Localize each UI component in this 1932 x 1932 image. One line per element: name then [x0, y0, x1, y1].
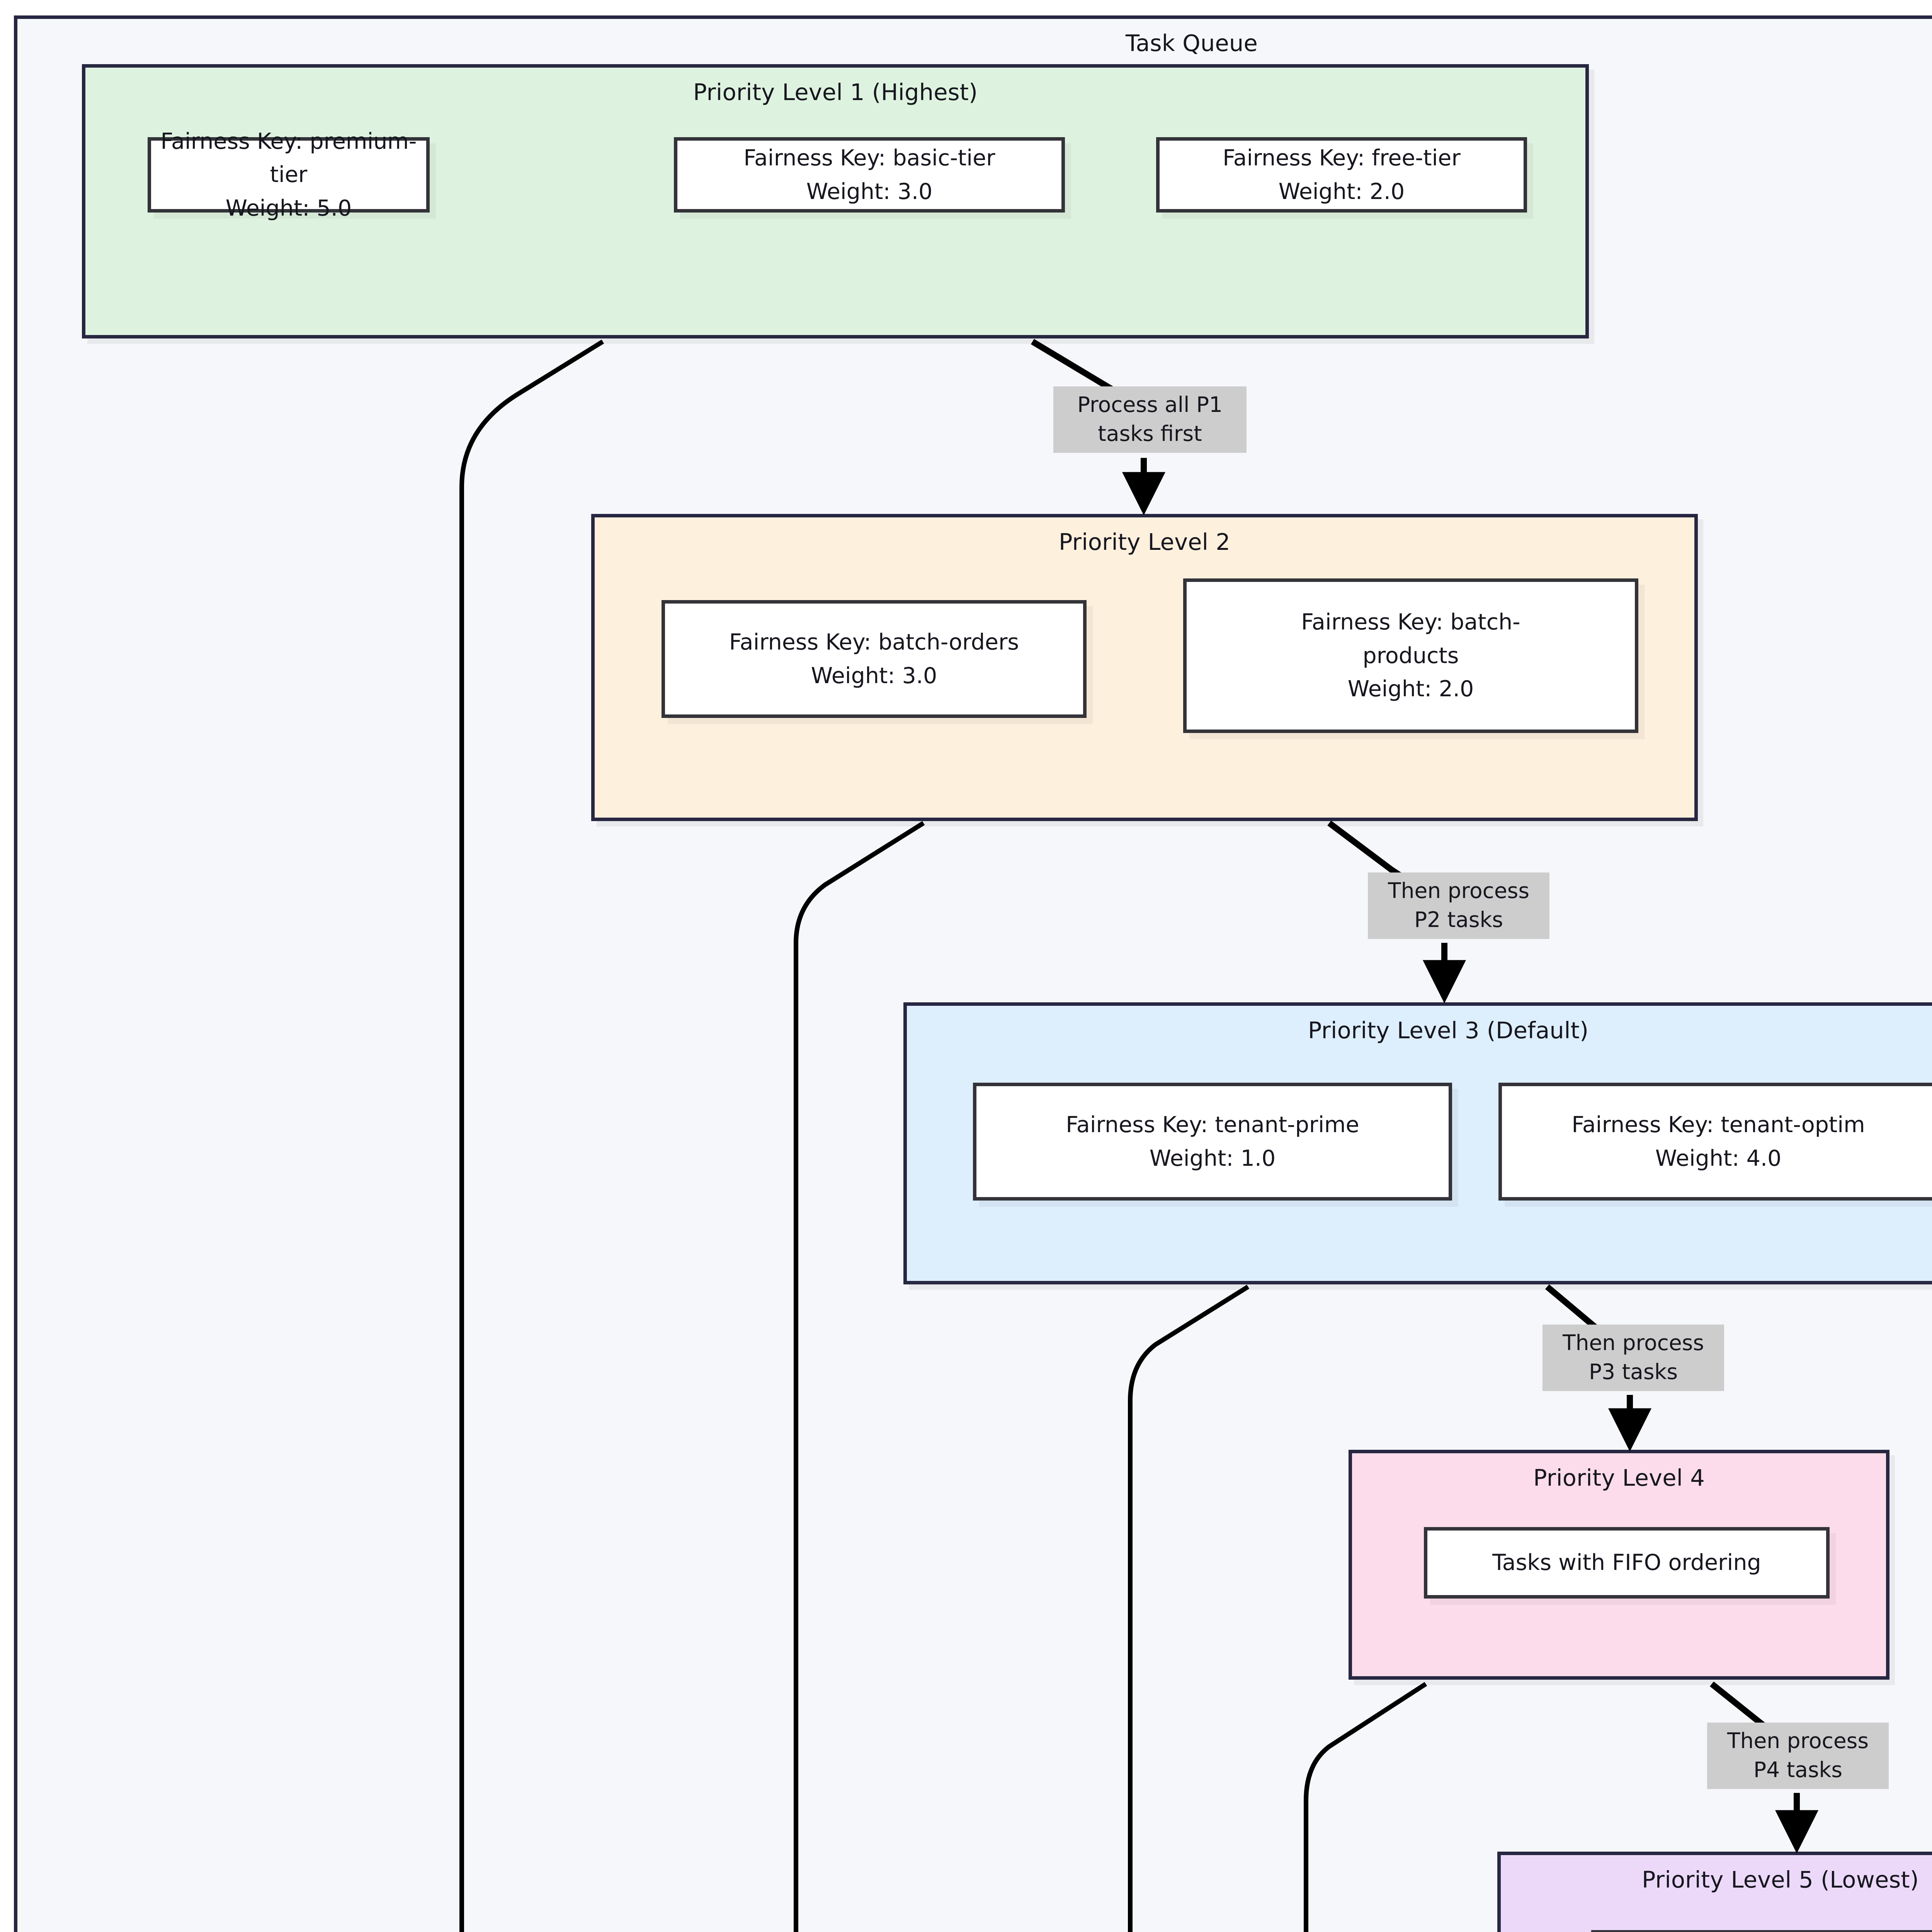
fairness-key-card-basic-tier[interactable]: Fairness Key: basic-tier Weight: 3.0	[674, 137, 1065, 213]
weight-label: Weight: 5.0	[225, 195, 352, 221]
fifo-card-p4[interactable]: Tasks with FIFO ordering	[1424, 1527, 1830, 1599]
edge-label-p2-to-p3: Then process P2 tasks	[1368, 872, 1549, 939]
weight-label: Weight: 1.0	[1149, 1145, 1276, 1171]
fifo-label: Tasks with FIFO ordering	[1492, 1550, 1761, 1576]
fairness-key-card-tenant-optim[interactable]: Fairness Key: tenant-optim Weight: 4.0	[1498, 1083, 1932, 1201]
fairness-key-label: Fairness Key: batch-orders	[729, 629, 1019, 655]
edge-label-p1-to-p2: Process all P1 tasks first	[1053, 386, 1247, 453]
fairness-key-card-free-tier[interactable]: Fairness Key: free-tier Weight: 2.0	[1156, 137, 1527, 213]
fifo-card-p5[interactable]: Tasks with FIFO ordering	[1591, 1930, 1932, 1932]
fairness-key-label: Fairness Key: basic-tier	[743, 145, 995, 171]
weight-label: Weight: 2.0	[1278, 179, 1405, 204]
cluster-title-priority-level-5: Priority Level 5 (Lowest)	[1642, 1866, 1919, 1893]
cluster-title-task-queue: Task Queue	[1126, 30, 1258, 56]
fairness-key-card-batch-orders[interactable]: Fairness Key: batch-orders Weight: 3.0	[662, 600, 1087, 718]
fairness-key-label: Fairness Key: tenant-optim	[1571, 1112, 1865, 1138]
fairness-key-label: Fairness Key: free-tier	[1223, 145, 1461, 171]
fairness-key-label: Fairness Key: tenant-prime	[1066, 1112, 1359, 1138]
fairness-key-label: Fairness Key: premium-tier	[160, 128, 417, 188]
weight-label: Weight: 3.0	[806, 179, 933, 204]
fairness-key-card-tenant-prime[interactable]: Fairness Key: tenant-prime Weight: 1.0	[973, 1083, 1452, 1201]
cluster-title-priority-level-1: Priority Level 1 (Highest)	[693, 79, 978, 105]
cluster-title-priority-level-2: Priority Level 2	[1059, 529, 1230, 555]
fairness-key-label: Fairness Key: batch-	[1301, 609, 1520, 635]
fairness-key-card-premium-tier[interactable]: Fairness Key: premium-tier Weight: 5.0	[148, 129, 430, 221]
cluster-title-priority-level-4: Priority Level 4	[1533, 1464, 1705, 1491]
weight-label: Weight: 4.0	[1655, 1145, 1782, 1171]
weight-label: Weight: 2.0	[1347, 676, 1474, 702]
weight-label: Weight: 3.0	[811, 663, 937, 689]
fairness-key-label-cont: products	[1362, 643, 1459, 668]
fairness-key-card-batch-products[interactable]: Fairness Key: batch- products Weight: 2.…	[1183, 578, 1638, 733]
edge-label-p4-to-p5: Then process P4 tasks	[1707, 1723, 1889, 1789]
cluster-title-priority-level-3: Priority Level 3 (Default)	[1308, 1017, 1589, 1044]
cluster-priority-level-5: Priority Level 5 (Lowest)	[1497, 1852, 1932, 1932]
edge-label-p3-to-p4: Then process P3 tasks	[1543, 1325, 1724, 1391]
